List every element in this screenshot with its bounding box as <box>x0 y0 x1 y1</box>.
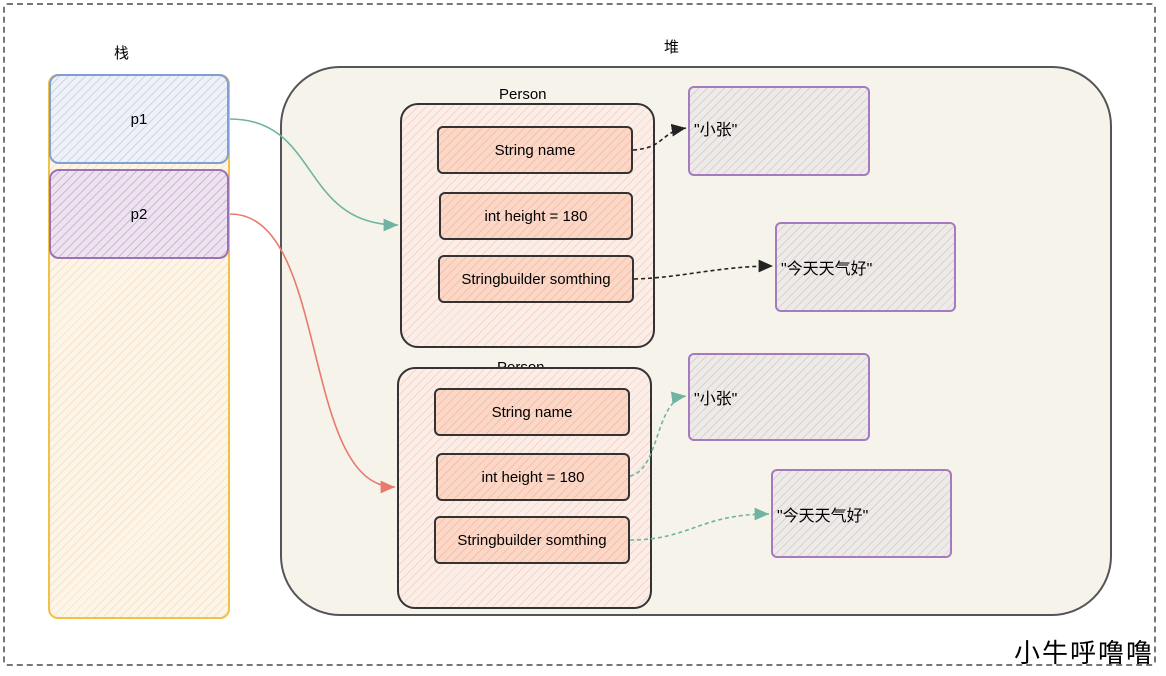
stack-slot-label: p2 <box>130 205 148 223</box>
stack-column <box>48 74 230 619</box>
arrow-p1-to-object1 <box>229 118 399 232</box>
field-stringbuilder: Stringbuilder somthing <box>434 516 630 564</box>
arrow-height-to-string <box>629 391 687 477</box>
arrow-p2-to-object2 <box>229 213 396 494</box>
field-int-height: int height = 180 <box>436 453 630 501</box>
string-value-box: "小张" <box>688 353 870 441</box>
arrow-sb-to-string <box>633 259 774 280</box>
field-string-name: String name <box>434 388 630 436</box>
watermark-text: 小牛呼噜噜 <box>1013 639 1154 669</box>
field-int-height: int height = 180 <box>439 192 633 240</box>
string-value-box: "小张" <box>688 86 870 176</box>
string-value-box: "今天天气好" <box>771 469 952 558</box>
field-stringbuilder: Stringbuilder somthing <box>438 255 634 303</box>
stack-slot-p1: p1 <box>49 74 229 164</box>
heap-title: 堆 <box>664 39 680 56</box>
stack-slot-p2: p2 <box>49 169 229 259</box>
diagram-frame <box>3 3 1156 666</box>
object-class-label: Person <box>499 86 547 103</box>
stack-title: 栈 <box>114 45 130 62</box>
stack-slot-label: p1 <box>130 110 148 128</box>
arrow-sb2-to-string <box>629 507 770 541</box>
arrow-name-to-string <box>632 123 687 151</box>
field-string-name: String name <box>437 126 633 174</box>
string-value-box: "今天天气好" <box>775 222 956 312</box>
